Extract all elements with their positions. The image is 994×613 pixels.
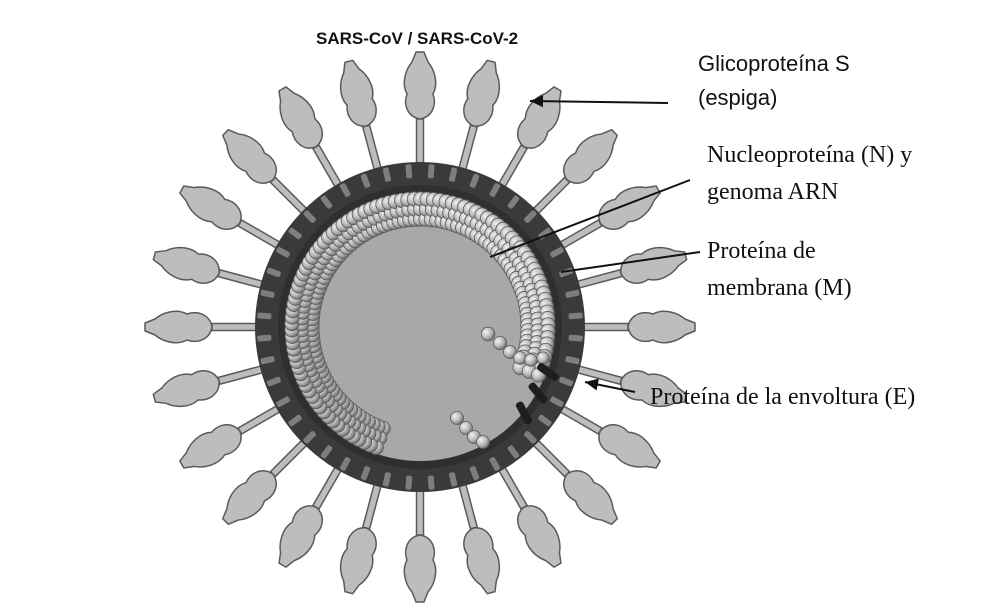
label-envelope-protein: Proteína de la envoltura (E) — [650, 384, 915, 411]
spike-head — [145, 311, 212, 342]
label-membrane-line1: Proteína de — [707, 233, 852, 270]
membrane-protein-m — [257, 335, 271, 342]
label-spike-line2: (espiga) — [698, 81, 850, 115]
membrane-protein-m — [405, 164, 412, 178]
callout-arrowhead — [585, 379, 599, 391]
spike-glycoprotein — [150, 241, 271, 302]
spike-glycoprotein — [269, 81, 355, 198]
spike-head — [404, 52, 435, 119]
spike-head — [174, 176, 248, 237]
membrane-protein-m — [405, 475, 412, 489]
spike-head — [334, 524, 382, 597]
label-spike-glycoprotein: Glicoproteína S (espiga) — [698, 47, 850, 115]
membrane-protein-m — [568, 335, 582, 342]
spike-head — [150, 241, 223, 289]
spike-glycoprotein — [569, 241, 690, 302]
spike-head — [592, 417, 666, 478]
nucleocapsid-bead — [514, 352, 527, 365]
spike-stalk — [212, 324, 262, 331]
spike-head — [269, 499, 330, 573]
spike-head — [617, 241, 690, 289]
nucleocapsid-bead — [451, 412, 464, 425]
spike-glycoprotein — [485, 456, 571, 573]
spike-head — [334, 57, 382, 130]
diagram-title: SARS-CoV / SARS-CoV-2 — [316, 29, 518, 49]
spike-glycoprotein — [334, 476, 395, 597]
nucleocapsid-bead — [481, 327, 495, 341]
membrane-protein-m — [428, 164, 435, 178]
spike-glycoprotein — [150, 353, 271, 414]
spike-glycoprotein — [549, 392, 666, 478]
spike-glycoprotein — [404, 52, 435, 169]
spike-stalk — [417, 485, 424, 535]
spike-glycoprotein — [446, 476, 507, 597]
spike-glycoprotein — [174, 392, 291, 478]
spike-stalk — [578, 324, 628, 331]
spike-head — [510, 499, 571, 573]
label-membrane-line2: membrana (M) — [707, 270, 852, 307]
spike-glycoprotein — [485, 81, 571, 198]
label-nucleoprotein-line2: genoma ARN — [707, 174, 912, 211]
membrane-protein-m — [568, 312, 582, 319]
label-membrane-protein: Proteína de membrana (M) — [707, 233, 852, 307]
spike-head — [510, 81, 571, 155]
label-nucleoprotein: Nucleoproteína (N) y genoma ARN — [707, 137, 912, 211]
spike-glycoprotein — [174, 176, 291, 262]
membrane-protein-m — [428, 475, 435, 489]
nucleocapsid-bead — [477, 436, 490, 449]
spike-stalk — [417, 119, 424, 169]
spike-head — [174, 417, 248, 478]
spike-head — [628, 311, 695, 342]
spike-head — [459, 524, 507, 597]
spike-glycoprotein — [334, 57, 395, 178]
spike-head — [269, 81, 330, 155]
spike-glycoprotein — [269, 456, 355, 573]
spike-head — [150, 366, 223, 414]
label-spike-line1: Glicoproteína S — [698, 47, 850, 81]
spike-glycoprotein — [578, 311, 695, 342]
spike-head — [404, 535, 435, 602]
spike-glycoprotein — [404, 485, 435, 602]
spike-glycoprotein — [549, 176, 666, 262]
spike-glycoprotein — [446, 57, 507, 178]
nucleocapsid-bead — [537, 352, 549, 364]
nucleocapsid-bead — [525, 354, 537, 366]
spike-head — [459, 57, 507, 130]
label-nucleoprotein-line1: Nucleoproteína (N) y — [707, 137, 912, 174]
membrane-protein-m — [257, 312, 271, 319]
spike-head — [592, 176, 666, 237]
spike-glycoprotein — [145, 311, 262, 342]
